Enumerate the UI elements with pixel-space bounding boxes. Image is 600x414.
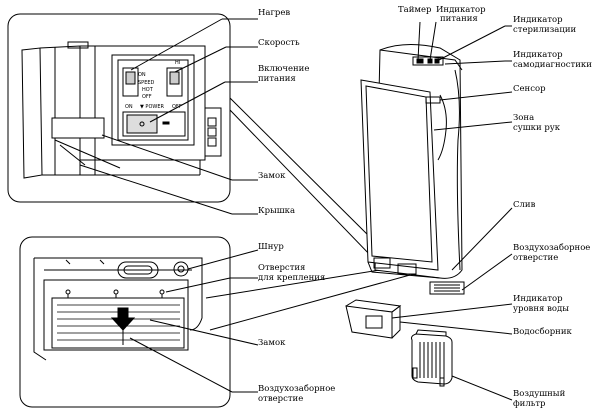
leader-intake-right [461, 253, 513, 291]
label-power-on-line1: Включение [258, 64, 310, 74]
label-heat: Нагрев [258, 8, 291, 18]
hand-dryer-body [360, 44, 465, 295]
label-holes-line1: Отверстия [258, 263, 306, 273]
label-cover: Крышка [258, 206, 296, 216]
leader-steril [436, 25, 506, 62]
switch-panel-unit [21, 41, 222, 179]
leader-collector [399, 321, 513, 335]
label-drain: Слив [513, 200, 536, 210]
label-water-line1: Индикатор [513, 294, 563, 304]
label-selfdiag-line1: Индикатор [513, 50, 563, 60]
leader-lock-bottom [149, 319, 259, 346]
label-power-ind-line1: Индикатор [436, 5, 486, 15]
vent-grille [57, 304, 180, 341]
label-steril-line1: Индикатор [513, 15, 563, 25]
air-filter [411, 329, 453, 387]
label-intake-right-line1: Воздухозаборное [513, 243, 591, 253]
down-arrow-icon [110, 307, 136, 331]
leader-cover [79, 164, 233, 215]
label-collector: Водосборник [513, 327, 572, 337]
top-detail-frame [7, 13, 231, 203]
leader-dry [433, 121, 513, 131]
label-dry-line2: сушки рук [513, 123, 561, 133]
switch-hot-text: HOT [142, 87, 154, 93]
leader-drain [451, 207, 513, 271]
power-switch [122, 111, 186, 137]
leader-selfdiag [444, 60, 506, 65]
label-intake-bottom-line1: Воздухозаборное [258, 384, 336, 394]
leader-timer [417, 21, 421, 61]
label-filter-line1: Воздушный [513, 389, 566, 399]
bottom-detail-frame [19, 236, 231, 408]
label-intake-right-line2: отверстие [513, 253, 559, 263]
label-lock-bottom: Замок [258, 338, 286, 348]
switch-hi-text: HI [175, 60, 180, 66]
leader-intake-bottom [129, 337, 233, 393]
label-power-on-line2: питания [258, 74, 296, 84]
power-title-text: ▼ POWER [140, 104, 164, 110]
label-lock-top: Замок [258, 171, 286, 181]
leader-lock-top [101, 134, 233, 181]
label-cord: Шнур [258, 242, 284, 252]
leader-speed [174, 46, 227, 73]
back-panel-unit [33, 257, 203, 361]
speed-switch [166, 67, 183, 97]
label-timer: Таймер [398, 5, 432, 15]
power-off-text: OFF [172, 104, 182, 110]
cord-hole [173, 261, 189, 277]
leader-holes [165, 277, 231, 293]
leader-water [391, 303, 513, 319]
label-power-ind-line2: питания [440, 14, 478, 24]
switch-off-text: OFF [142, 94, 152, 100]
leader-sensor [439, 91, 513, 101]
water-collector [345, 299, 402, 339]
power-on-text: ON [125, 104, 133, 110]
switch-speed-text: SPEED [138, 80, 155, 86]
label-dry-line1: Зона [513, 113, 535, 123]
label-water-line2: уровня воды [513, 304, 569, 314]
leader-power [149, 81, 226, 123]
display-window [412, 56, 444, 66]
leader-cord [187, 249, 259, 270]
label-sensor: Сенсор [513, 84, 546, 94]
leader-heat [130, 18, 223, 71]
label-steril-line2: стерилизации [513, 25, 577, 35]
leader-filter [451, 375, 513, 401]
leader-power-ind [429, 21, 437, 61]
label-holes-line2: для крепления [258, 273, 326, 283]
label-speed: Скорость [258, 38, 300, 48]
switch-on-text: ON [138, 72, 146, 78]
label-intake-bottom-line2: отверстие [258, 394, 304, 404]
label-selfdiag-line2: самодиагностики [513, 60, 592, 70]
label-filter-line2: фильтр [513, 399, 546, 409]
heat-switch [122, 67, 139, 97]
